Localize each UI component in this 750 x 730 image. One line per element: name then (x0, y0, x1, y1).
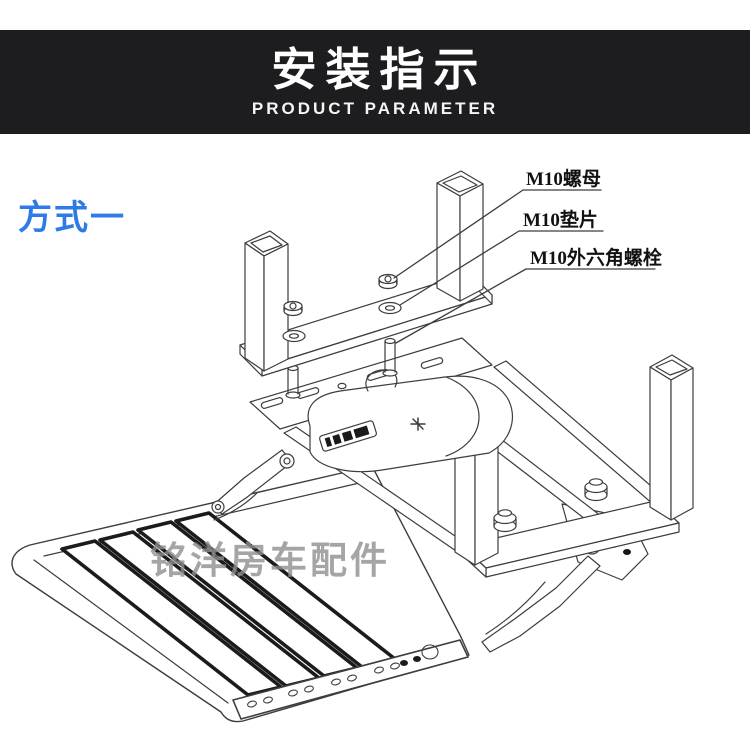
motor-housing (307, 369, 513, 473)
mounting-hole (390, 662, 400, 670)
mounting-hole (263, 696, 273, 704)
callout-bolt: M10外六角螺栓 (395, 246, 662, 344)
mounting-hole (304, 685, 314, 693)
callout-label: M10垫片 (523, 208, 598, 231)
slot-hole (260, 397, 284, 409)
rear-far-post (649, 354, 694, 521)
leader-line (399, 230, 604, 306)
m10-washer (378, 301, 402, 315)
cap-screw (493, 509, 517, 533)
deck-pivot (211, 500, 225, 514)
m10-washer-left (282, 329, 306, 343)
upper-mounting-bracket (239, 170, 493, 377)
watermark: 铭洋房车配件 (150, 540, 390, 581)
callout-nut: M10螺母 (393, 168, 602, 279)
mounting-hole (331, 678, 341, 686)
large-pivot-hole (421, 644, 439, 660)
brand-label (319, 420, 377, 452)
pivot-bolt (413, 656, 421, 662)
mounting-hole (288, 689, 298, 697)
lower-arm-line (485, 581, 546, 635)
cap-screw (584, 478, 608, 502)
banner-subtitle: PRODUCT PARAMETER (251, 98, 499, 118)
pivot-bolt (400, 660, 408, 666)
round-hole (337, 382, 347, 390)
leader-line (393, 189, 602, 279)
tread-slats (60, 511, 397, 697)
mounting-hole (374, 666, 384, 674)
upper-right-post (436, 170, 484, 302)
banner: 安装指示 PRODUCT PARAMETER (0, 30, 750, 134)
mounting-hole (347, 674, 357, 682)
m10-bolt-stud-left (285, 364, 301, 399)
m10-nut-left (283, 300, 303, 317)
small-bolt (623, 549, 631, 555)
deck-inner-edge (33, 559, 229, 704)
m10-bolt-stud (382, 337, 398, 377)
upper-left-post (244, 230, 289, 372)
right-linkage-arm (481, 555, 601, 653)
cable-loop (365, 369, 398, 392)
banner-title: 安装指示 (271, 44, 488, 96)
front-edge-band (232, 639, 469, 720)
motor-end-arc (445, 376, 480, 457)
callout-label: M10螺母 (526, 168, 601, 190)
m10-nut (378, 273, 398, 290)
leader-line (395, 268, 656, 344)
left-linkage-arm (211, 449, 295, 521)
callout-washer: M10垫片 (399, 208, 604, 306)
mounting-hole (247, 700, 257, 708)
method-label: 方式一 (18, 199, 126, 237)
arm-pivot (279, 453, 295, 469)
front-edge-holes (247, 644, 439, 708)
slot-hole (420, 357, 444, 369)
callouts: M10螺母 M10垫片 M10外六角螺栓 (393, 168, 662, 344)
shaft-mark (410, 417, 426, 431)
callout-label: M10外六角螺栓 (530, 246, 662, 269)
